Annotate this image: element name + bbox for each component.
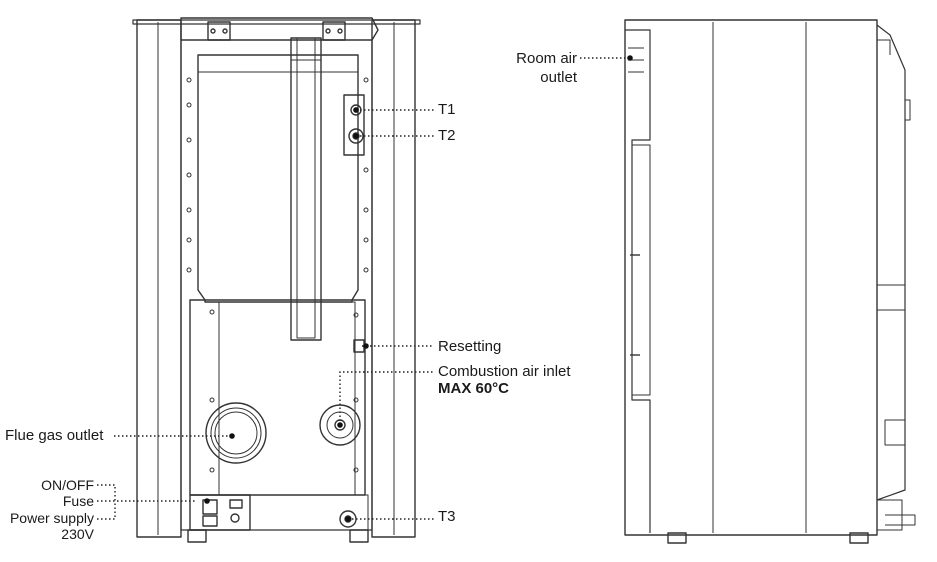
flue-gas-outlet	[205, 402, 267, 464]
label-room-air-outlet-line1: Room air	[516, 50, 577, 67]
label-power-voltage: 230V	[61, 526, 94, 542]
label-resetting: Resetting	[438, 338, 502, 355]
leader-combustion-air-inlet	[339, 371, 433, 425]
label-combustion-air-inlet: Combustion air inlet	[438, 363, 571, 380]
foot-left	[187, 529, 207, 543]
side-body	[624, 19, 878, 536]
hinge-left	[207, 21, 231, 41]
label-power-supply: Power supply	[9, 510, 94, 526]
sensor-bracket	[343, 94, 365, 156]
rear-left-side-panel	[136, 19, 182, 538]
label-max-temperature: MAX 60°C	[438, 380, 510, 397]
label-t2: T2	[438, 127, 456, 144]
side-view	[624, 19, 916, 544]
callout-dots	[204, 55, 633, 522]
label-t3: T3	[438, 508, 456, 525]
callout-leaders	[97, 57, 628, 520]
label-fuse: Fuse	[62, 493, 94, 509]
upper-back-plate	[197, 54, 359, 303]
rear-top-plate	[180, 17, 379, 41]
label-t1: T1	[438, 101, 456, 118]
foot-right	[349, 529, 369, 543]
label-flue-gas-outlet: Flue gas outlet	[5, 427, 104, 444]
rear-view	[132, 17, 421, 543]
leader-on-off	[97, 484, 195, 502]
leader-power-supply	[97, 501, 116, 520]
label-on-off: ON/OFF	[41, 477, 94, 493]
label-room-air-outlet-line2: outlet	[540, 69, 577, 86]
central-duct	[290, 37, 322, 341]
lower-chamber	[189, 299, 366, 496]
sensor-t2	[348, 128, 364, 144]
side-foot-left	[667, 532, 687, 544]
side-foot-right	[849, 532, 869, 544]
hinge-right	[322, 21, 346, 41]
